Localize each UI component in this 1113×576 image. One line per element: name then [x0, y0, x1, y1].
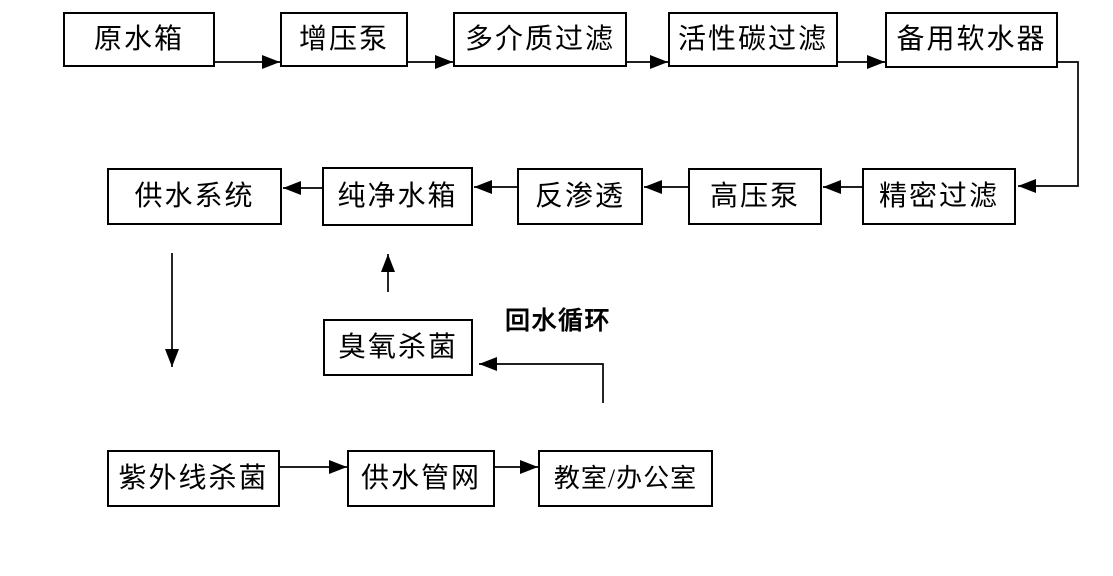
node-high-pressure-pump: 高压泵: [688, 168, 822, 225]
node-label: 备用软水器: [896, 24, 1047, 55]
node-label: 增压泵: [298, 23, 389, 55]
node-pure-water-tank: 纯净水箱: [322, 167, 473, 226]
node-label: 反渗透: [534, 180, 625, 212]
node-uv-sterilizer: 紫外线杀菌: [107, 450, 280, 507]
node-label: 臭氧杀菌: [337, 331, 458, 363]
node-ozone-sterilizer: 臭氧杀菌: [323, 319, 473, 376]
node-water-supply-pipe-network: 供水管网: [347, 450, 495, 507]
node-label: 活性碳过滤: [677, 23, 828, 55]
node-water-supply-system: 供水系统: [107, 168, 282, 225]
node-label: 供水管网: [360, 462, 481, 494]
node-reverse-osmosis: 反渗透: [517, 168, 643, 225]
node-label: 供水系统: [134, 180, 255, 212]
node-multimedia-filter: 多介质过滤: [453, 12, 627, 67]
node-label: 精密过滤: [878, 180, 999, 212]
arrow-return-water-to-ozone: [479, 357, 604, 403]
node-label: 紫外线杀菌: [118, 462, 269, 494]
node-label: 纯净水箱: [337, 180, 458, 212]
node-label: 教室/办公室: [553, 463, 698, 493]
return-water-cycle-label: 回水循环: [505, 307, 612, 335]
node-booster-pump: 增压泵: [280, 12, 408, 67]
node-raw-water-tank: 原水箱: [63, 12, 215, 67]
node-precision-filter: 精密过滤: [862, 168, 1016, 225]
node-label: 多介质过滤: [464, 23, 615, 55]
node-label: 高压泵: [709, 180, 800, 212]
arrow-softener-to-precision: [1018, 61, 1079, 193]
node-label: 原水箱: [93, 23, 184, 55]
node-activated-carbon-filter: 活性碳过滤: [668, 12, 838, 67]
node-classroom-office: 教室/办公室: [538, 450, 713, 507]
node-standby-water-softener: 备用软水器: [885, 12, 1058, 68]
